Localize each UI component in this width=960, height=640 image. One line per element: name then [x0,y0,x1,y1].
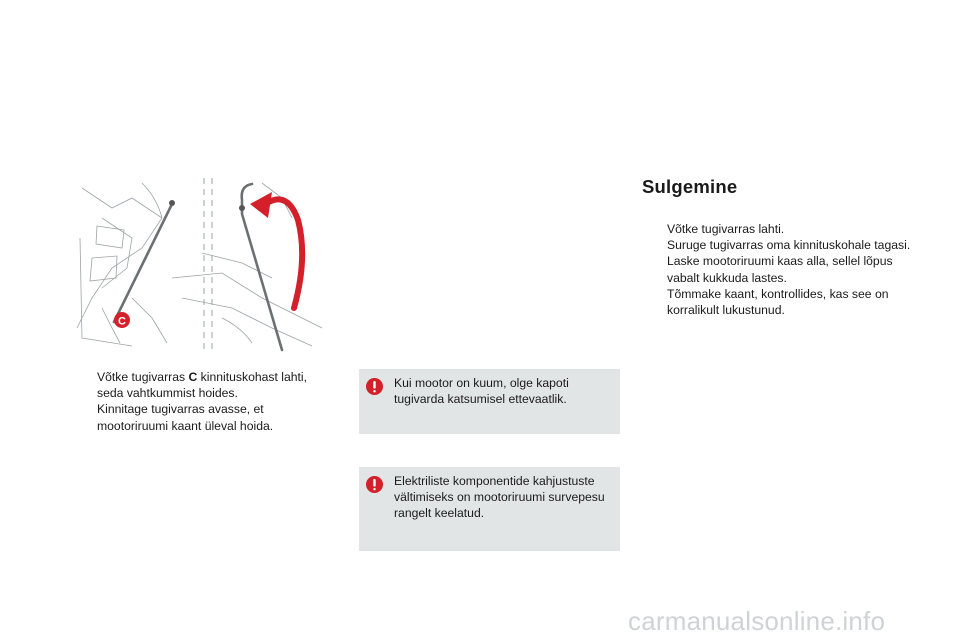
warning-text: Kui mootor on kuum, olge kapoti tugivard… [394,376,569,407]
warning-icon [366,476,383,493]
section-title: Sulgemine [642,176,738,197]
list-item: Võtke tugivarras C kinnituskohast lahti,… [97,370,308,401]
callout-c: C [114,312,130,328]
callout-label: C [118,316,126,328]
warning-box: Kui mootor on kuum, olge kapoti tugivard… [359,369,620,434]
list-item: Tõmmake kaant, kontrollides, kas see on … [667,286,889,318]
bonnet-support-rod-illustration: C [76,178,323,352]
callout-reference: C [188,370,198,384]
list-item: Võtke tugivarras lahti. [667,222,785,236]
warning-box: Elektriliste komponentide kahjustuste vä… [359,467,620,551]
list-item: Laske mootoriruumi kaas alla, sellel lõp… [667,254,893,285]
warning-icon [366,378,383,395]
warning-text: Elektriliste komponentide kahjustuste vä… [394,474,605,521]
list-item: Suruge tugivarras oma kinnituskohale tag… [667,238,911,253]
list-item: Kinnitage tugivarras avasse, et mootorir… [97,402,274,433]
opening-instructions: Võtke tugivarras C kinnituskohast lahti,… [72,369,334,434]
closing-instructions: Võtke tugivarras lahti. Suruge tugivarra… [642,221,912,318]
watermark: carmanualsonline.info [628,606,886,636]
